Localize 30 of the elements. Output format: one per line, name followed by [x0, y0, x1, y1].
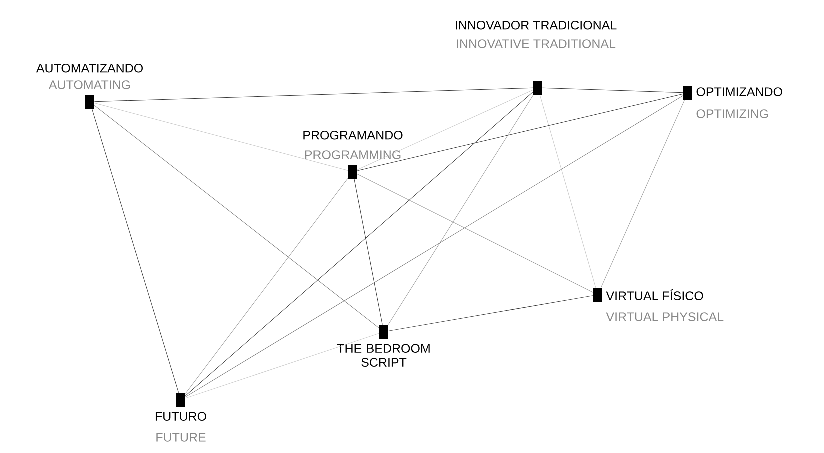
connector-line — [542, 88, 684, 94]
connector-line — [94, 103, 349, 171]
node-title: THE BEDROOM SCRIPT — [337, 344, 430, 368]
connector-line — [600, 100, 686, 288]
node-title: INNOVADOR TRADICIONAL — [456, 20, 617, 30]
node-subtitle: PROGRAMMING — [305, 150, 401, 160]
node-title: PROGRAMANDO — [304, 130, 403, 140]
connector-line — [185, 92, 534, 396]
connector-line — [185, 96, 684, 398]
connector-line — [94, 105, 380, 329]
connector-line — [185, 178, 349, 394]
connector-line — [354, 178, 383, 326]
connector-line — [540, 94, 596, 288]
node-subtitle: VIRTUAL PHYSICAL — [606, 312, 724, 322]
node-title: VIRTUAL FÍSICO — [606, 290, 704, 300]
node-title: AUTOMATIZANDO — [36, 64, 143, 73]
connector-line — [185, 333, 380, 399]
node-subtitle: INNOVATIVE TRADITIONAL — [457, 40, 616, 48]
connector-line — [388, 94, 534, 326]
connector-line — [92, 108, 180, 394]
connector-line — [357, 90, 534, 170]
node-subtitle: AUTOMATING — [48, 80, 130, 90]
node-title: FUTURO — [156, 412, 206, 422]
connector-line — [388, 296, 594, 332]
connector-line — [357, 174, 594, 293]
connector-line — [357, 94, 684, 172]
connector-line — [94, 88, 534, 102]
node-subtitle: OPTIMIZING — [696, 110, 768, 118]
node-subtitle: FUTURE — [156, 433, 206, 442]
node-title: OPTIMIZANDO — [696, 88, 782, 96]
